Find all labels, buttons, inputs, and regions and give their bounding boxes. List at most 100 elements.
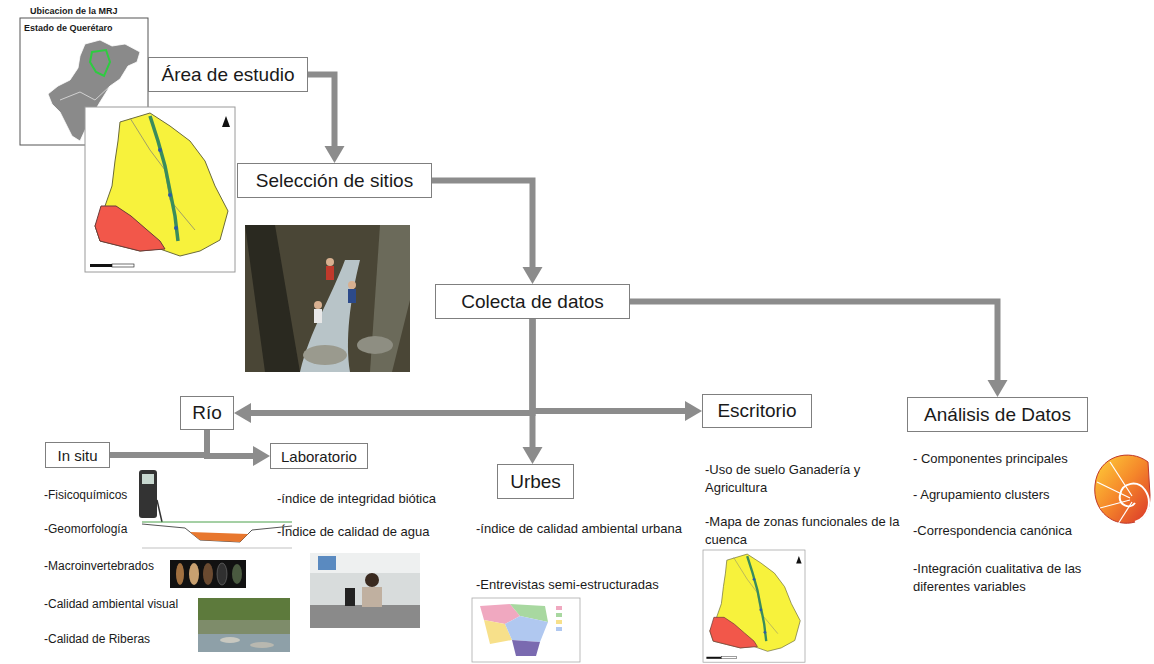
map-key	[556, 606, 562, 610]
rock	[303, 345, 347, 365]
box-label: Área de estudio	[161, 64, 294, 86]
flow-arrow	[533, 319, 703, 421]
map-key	[556, 627, 562, 631]
flow-arrow	[110, 430, 207, 455]
flow-arrow	[523, 319, 543, 464]
insect	[176, 563, 184, 585]
strip-ground	[170, 560, 246, 588]
process-box: Río	[180, 396, 234, 430]
rock	[357, 336, 393, 354]
photo-ground	[245, 225, 410, 372]
field-photo	[245, 225, 410, 372]
box-label: Selección de sitios	[256, 170, 413, 192]
bullet-item: -Macroinvertebrados	[44, 558, 169, 574]
meter-cable	[157, 500, 162, 522]
process-box: Selección de sitios	[237, 163, 432, 198]
arrow-head	[325, 146, 345, 163]
arrow-line	[308, 75, 335, 149]
urban-zone	[505, 616, 548, 642]
microscope	[345, 588, 355, 606]
person	[326, 266, 334, 280]
urban-zone	[512, 640, 540, 656]
flow-arrow	[630, 302, 1008, 398]
bullet-item: -Calidad ambiental visual	[44, 596, 196, 612]
poster	[318, 556, 336, 570]
insect	[232, 564, 242, 584]
shell-spiral	[1120, 484, 1149, 522]
arrow-line	[530, 319, 536, 449]
arrow-head	[234, 403, 251, 423]
municipal-lines	[60, 86, 110, 100]
rock	[220, 637, 240, 643]
arrow-line	[110, 430, 207, 455]
box-label: Análisis de Datos	[924, 404, 1071, 426]
arrow-line	[432, 181, 533, 270]
person	[326, 258, 334, 266]
arrow-head	[685, 401, 702, 421]
channel-fill	[190, 532, 248, 542]
box-label: Río	[192, 402, 222, 424]
study-area-outline	[90, 50, 110, 76]
meter-body	[139, 470, 157, 518]
arrow-line	[249, 319, 533, 413]
map-caption: Ubicacion de la MRJ	[30, 5, 155, 17]
flow-arrow	[207, 430, 270, 466]
rock	[250, 642, 274, 648]
arrow-head	[253, 446, 270, 466]
person	[348, 289, 356, 303]
water-stream	[300, 260, 360, 372]
arrow-line	[533, 319, 688, 411]
arrow-line	[630, 302, 998, 383]
bullet-item: -Índice de calidad de agua	[277, 523, 477, 541]
shell-chamber	[1097, 482, 1130, 498]
bullet-item: -Geomorfología	[44, 521, 139, 537]
process-box: Urbes	[497, 464, 574, 499]
bullet-item: -Mapa de zonas funcionales de la cuenca	[705, 513, 900, 548]
bullet-item: -Integración cualitativa de las diferent…	[913, 560, 1091, 595]
lab-photo	[310, 553, 420, 628]
box-label: Urbes	[510, 471, 561, 493]
bullet-item: -Fisicoquímicos	[44, 487, 139, 503]
flow-arrow	[234, 319, 533, 423]
river-photo	[198, 598, 290, 652]
bullet-item: -Correspondencia canónica	[913, 522, 1091, 540]
photo-trees	[198, 598, 290, 620]
profile-line	[142, 548, 292, 549]
map-caption: Estado de Querétaro	[24, 22, 134, 34]
bullet-item: -Entrevistas semi-estructuradas	[476, 576, 691, 594]
insect	[203, 563, 213, 585]
person-head	[365, 573, 379, 587]
macroinvertebrates-strip	[170, 560, 246, 588]
bullet-item: - Componentes principales	[913, 450, 1091, 468]
process-box: In situ	[45, 442, 110, 468]
profile-line	[142, 522, 292, 523]
shell-chamber	[1100, 500, 1130, 508]
bullet-item: -Calidad de Riberas	[44, 631, 174, 647]
meter-screen	[142, 474, 154, 484]
box-label: In situ	[57, 447, 97, 464]
photo-wall	[310, 553, 420, 573]
flow-arrow	[308, 75, 345, 164]
box-label: Escritorio	[717, 400, 796, 422]
arrow-head	[523, 267, 543, 284]
process-box: Área de estudio	[148, 57, 308, 92]
photo-ground	[310, 553, 420, 628]
bullet-item: -índice de calidad ambiental urbana	[476, 520, 691, 538]
basin-map	[703, 550, 805, 662]
photo-bank	[198, 620, 290, 634]
shell-chamber	[1110, 462, 1132, 496]
insect	[217, 563, 227, 585]
arrow-head	[988, 380, 1008, 397]
tree-trunk	[245, 225, 300, 372]
process-box: Análisis de Datos	[907, 397, 1088, 432]
person	[314, 301, 322, 309]
profile-line	[142, 524, 292, 542]
flow-arrow	[432, 181, 543, 285]
person-body	[362, 587, 382, 607]
map-frame	[472, 598, 580, 662]
photo-sky	[198, 598, 290, 652]
photo-water	[198, 634, 290, 652]
map-key	[556, 620, 562, 624]
lab-bench	[310, 605, 420, 628]
